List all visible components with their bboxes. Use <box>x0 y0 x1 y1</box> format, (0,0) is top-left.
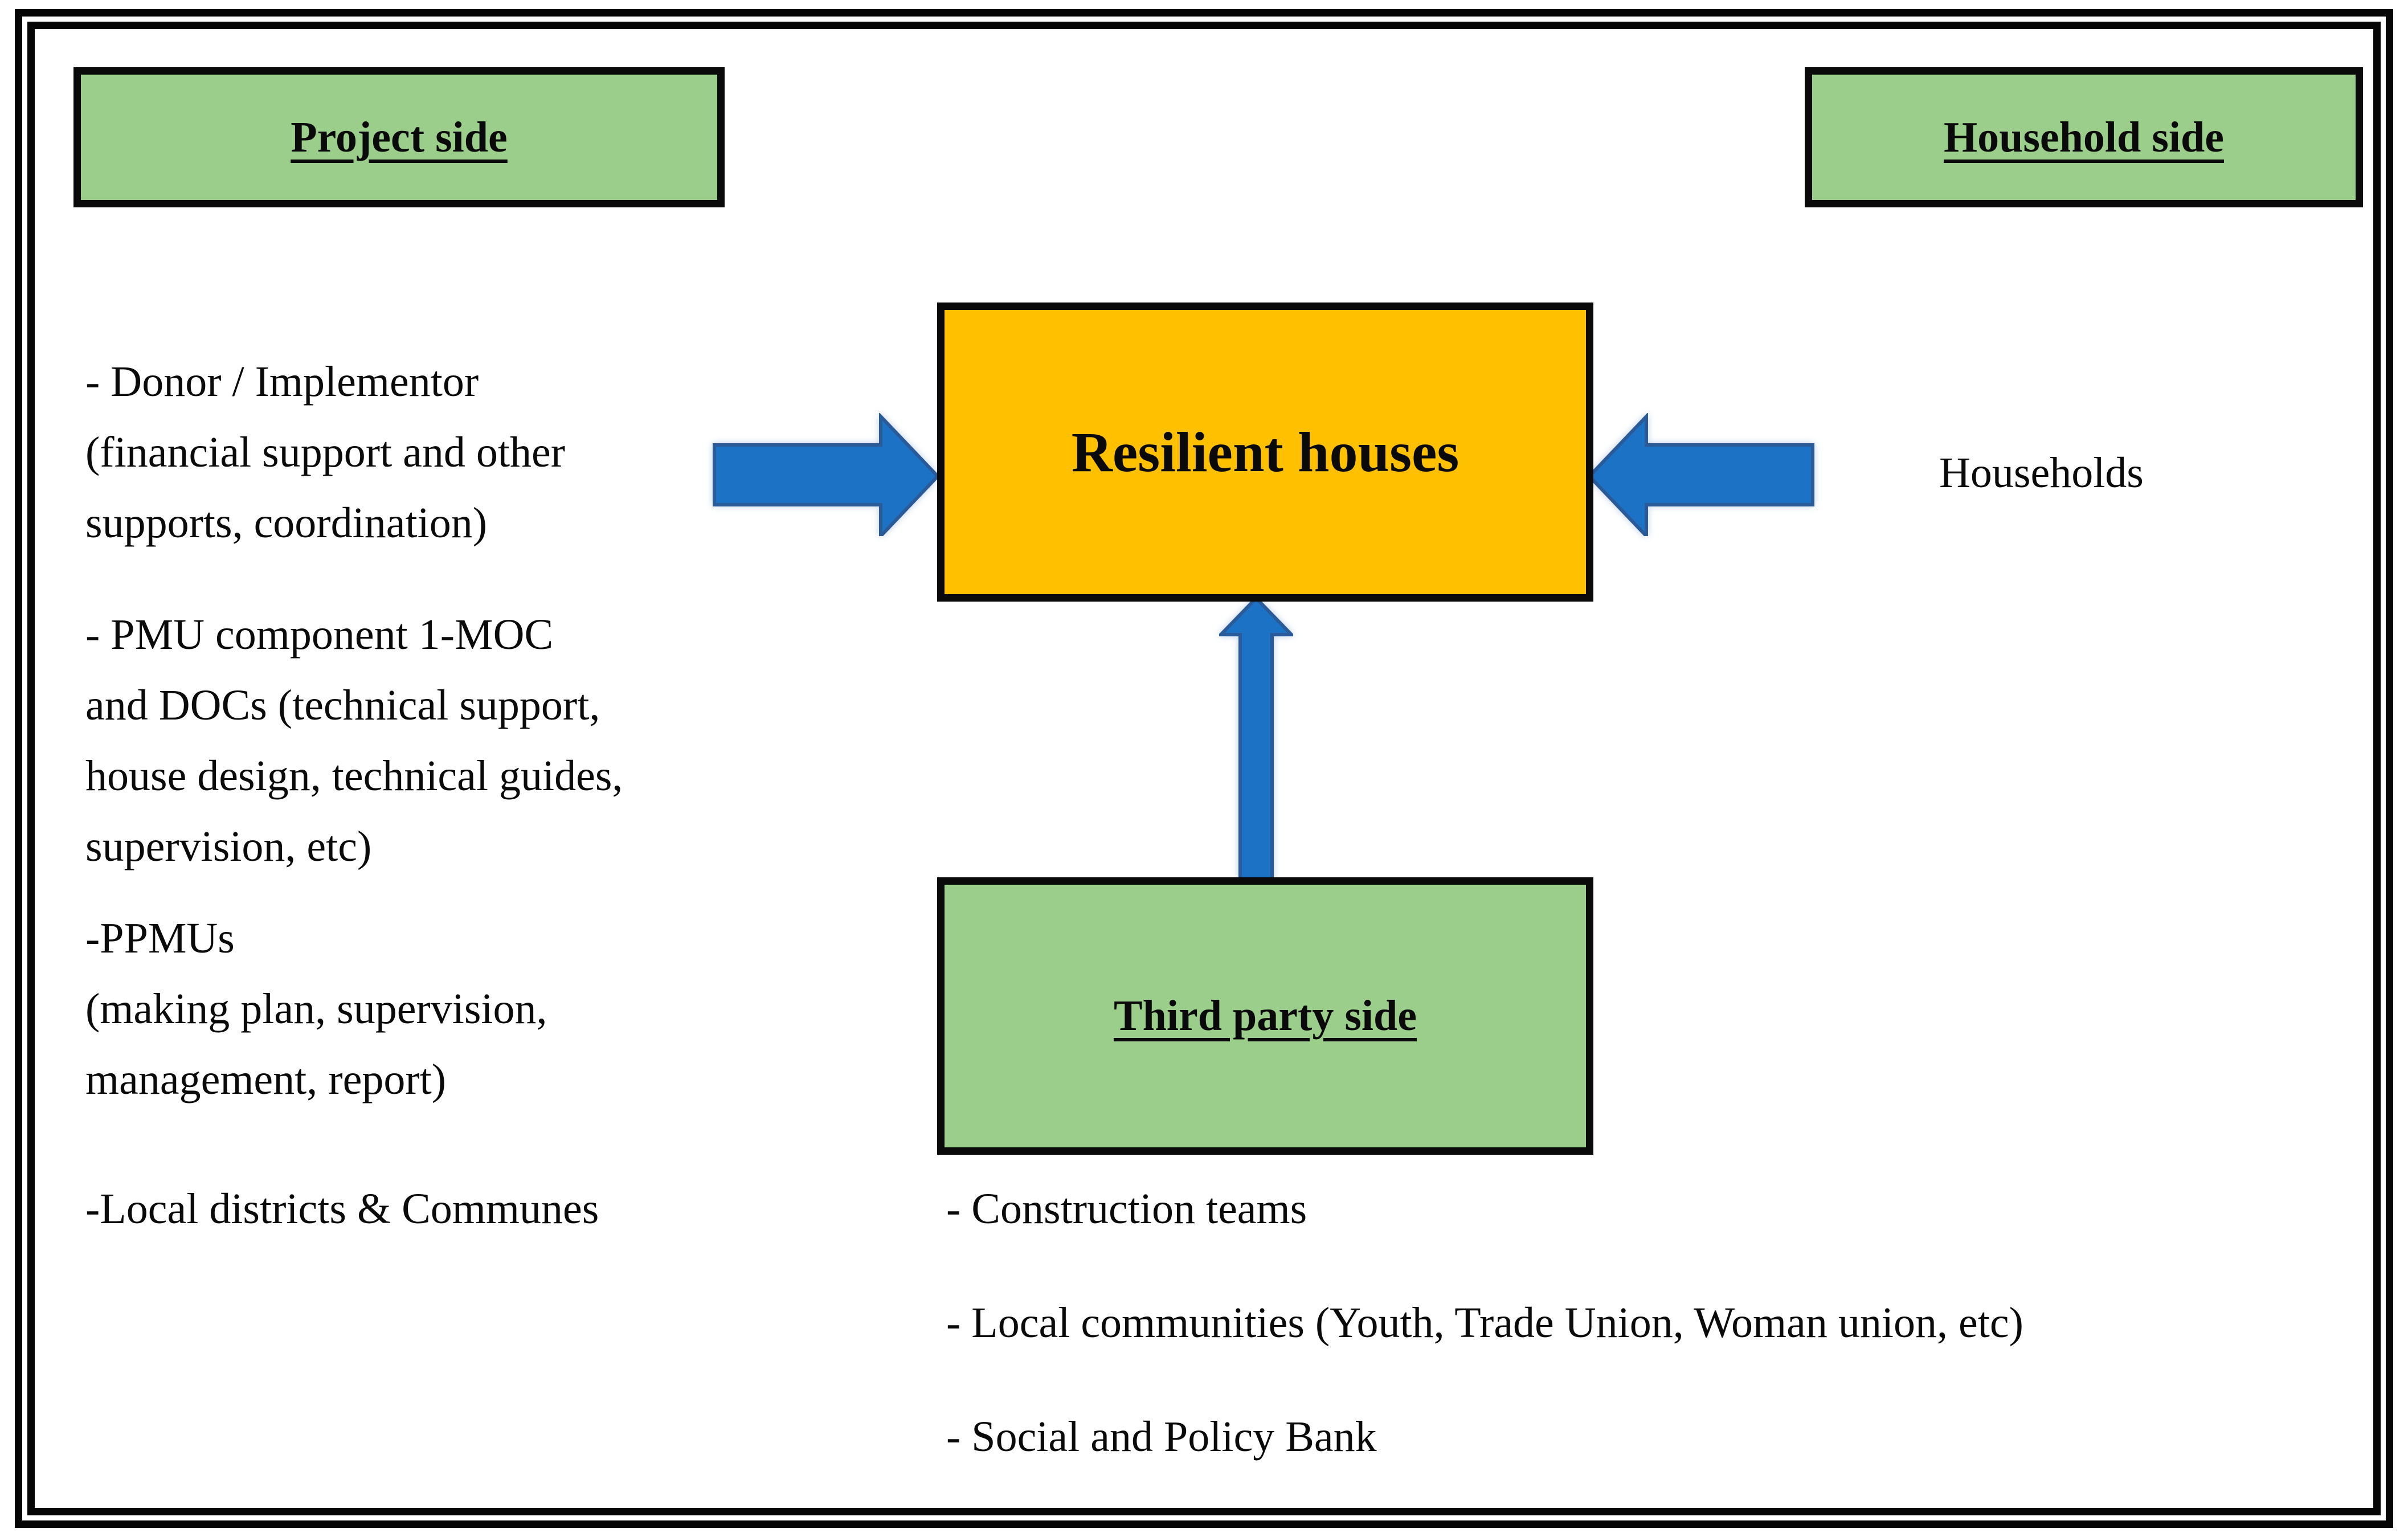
local-communities-item: - Local communities (Youth, Trade Union,… <box>946 1299 2023 1347</box>
ppmus-line-2: (making plan, supervision, <box>85 985 547 1033</box>
local-districts-paragraph: -Local districts & Communes <box>85 1174 599 1244</box>
ppmus-line-3: management, report) <box>85 1056 447 1103</box>
pmu-line-3: house design, technical guides, <box>85 752 623 800</box>
pmu-line-4: supervision, etc) <box>85 823 372 870</box>
project-side-label: Project side <box>291 113 508 161</box>
donor-line-3: supports, coordination) <box>85 499 488 547</box>
arrow-right-icon <box>713 413 940 536</box>
outer-frame-border <box>15 9 2393 1528</box>
third-party-side-box: Third party side <box>937 877 1593 1155</box>
donor-line-2: (financial support and other <box>85 428 566 476</box>
arrow-left-icon <box>1587 413 1814 536</box>
donor-line-1: - Donor / Implementor <box>85 358 479 406</box>
arrow-left-shape <box>1587 413 1814 536</box>
third-party-side-label: Third party side <box>1113 992 1417 1040</box>
project-side-box: Project side <box>73 67 725 207</box>
households-label: Households <box>1939 449 2144 497</box>
inner-frame-border <box>27 22 2381 1515</box>
arrow-right-shape <box>713 413 940 536</box>
household-side-label: Household side <box>1943 113 2225 161</box>
construction-teams-item: - Construction teams <box>946 1185 1307 1233</box>
ppmus-paragraph: -PPMUs (making plan, supervision, manage… <box>85 903 547 1115</box>
pmu-line-1: - PMU component 1-MOC <box>85 611 554 659</box>
donor-implementor-paragraph: - Donor / Implementor (financial support… <box>85 346 565 558</box>
pmu-line-2: and DOCs (technical support, <box>85 681 600 729</box>
local-districts-line: -Local districts & Communes <box>85 1185 599 1233</box>
social-policy-bank-item: - Social and Policy Bank <box>946 1413 1377 1461</box>
pmu-paragraph: - PMU component 1-MOC and DOCs (technica… <box>85 599 623 882</box>
arrow-up-icon <box>1219 596 1293 884</box>
resilient-houses-box: Resilient houses <box>937 303 1593 602</box>
household-side-box: Household side <box>1805 67 2363 207</box>
ppmus-line-1: -PPMUs <box>85 914 235 962</box>
resilient-houses-label: Resilient houses <box>1071 420 1459 484</box>
arrow-up-shape <box>1219 596 1293 884</box>
